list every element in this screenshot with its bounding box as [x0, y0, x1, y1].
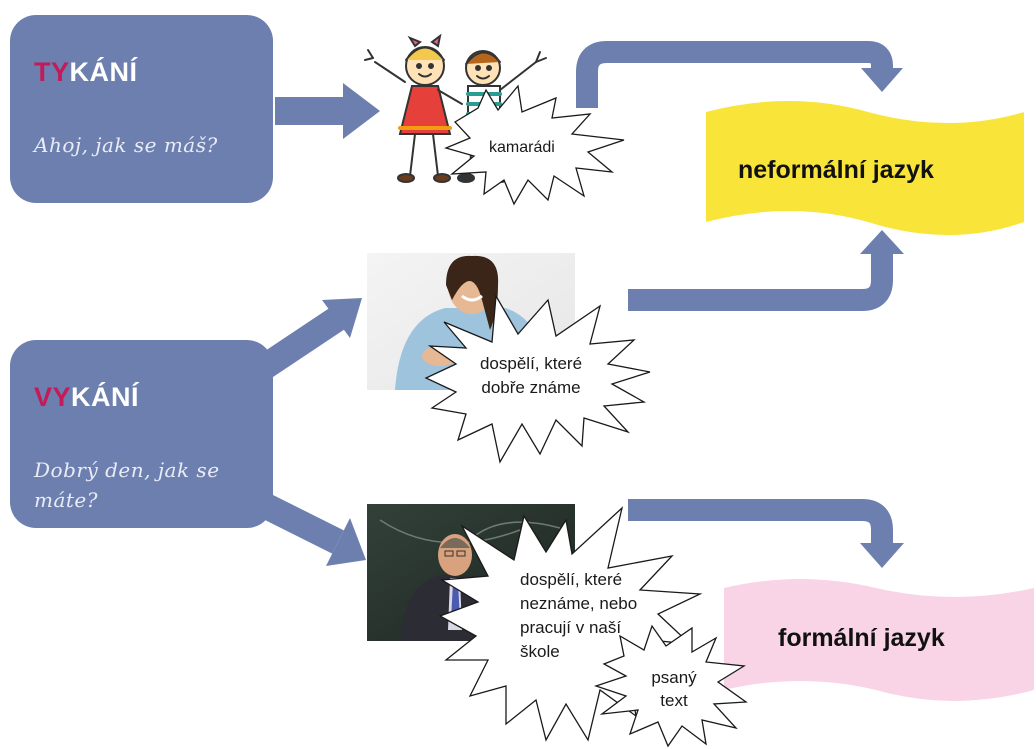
arrow-vykani-to-known-adults [258, 298, 362, 377]
friends-label: kamarádi [489, 139, 555, 156]
friends-burst [444, 84, 625, 206]
vykani-phrase: Dobrý den, jak se máte? [34, 458, 220, 512]
tykani-heading: TYKÁNÍ [34, 57, 138, 88]
arrow-vykani-to-unknown-adults [260, 494, 366, 566]
tykani-box: TYKÁNÍ Ahoj, jak se máš? [10, 15, 273, 203]
tykani-heading-accent: TY [34, 57, 70, 87]
formal-language-label: formální jazyk [778, 624, 945, 652]
informal-language-label: neformální jazyk [738, 156, 934, 184]
written-label: psaný text [651, 668, 697, 710]
vykani-heading-rest: KÁNÍ [71, 382, 140, 412]
arrow-unknown-adults-to-formal [628, 499, 904, 568]
unknown-adults-label: dospělí, které neznáme, nebo pracují v n… [520, 570, 638, 661]
informal-banner [706, 101, 1024, 235]
vykani-box: VYKÁNÍ Dobrý den, jak se máte? [10, 340, 273, 528]
vykani-heading-accent: VY [34, 382, 72, 412]
arrow-known-adults-to-informal [628, 230, 904, 311]
known-adults-label: dospělí, které dobře známe [479, 354, 583, 397]
arrow-friends-to-informal [576, 41, 903, 108]
written-burst [593, 624, 748, 748]
tykani-phrase: Ahoj, jak se máš? [34, 133, 218, 157]
formal-banner [724, 579, 1034, 701]
vykani-heading: VYKÁNÍ [34, 382, 139, 413]
tykani-heading-rest: KÁNÍ [69, 57, 138, 87]
arrow-tykani-to-friends [275, 83, 380, 139]
known-adults-burst [424, 293, 651, 464]
